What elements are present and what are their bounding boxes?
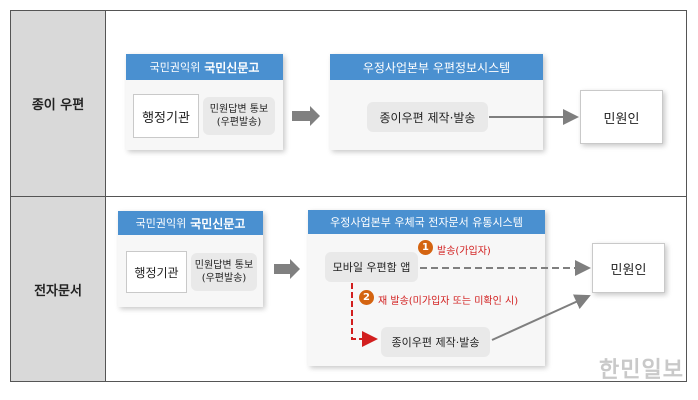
step1-badge: 1	[418, 240, 433, 255]
row-divider	[10, 196, 687, 197]
left-header-title: 국민신문고	[190, 216, 246, 231]
paper-pill-electronic: 종이우편 제작·발송	[381, 327, 490, 357]
app-pill: 모바일 우편함 앱	[325, 252, 418, 282]
reply-line2: (우편발송)	[201, 273, 247, 284]
reply-line1: 민원답변 통보	[209, 104, 269, 115]
left-header-title: 국민신문고	[204, 60, 260, 75]
row-label-electronic: 전자문서	[11, 197, 106, 381]
recipient-box-electronic: 민원인	[592, 243, 665, 293]
recipient-box-paper: 민원인	[580, 90, 663, 144]
step1-text: 발송(가입자)	[437, 246, 491, 257]
arrow-step2-red	[351, 283, 378, 347]
arrow-paper-to-recipient	[491, 294, 591, 341]
process-pill-paper: 종이우편 제작·발송	[367, 102, 488, 132]
agency-box-paper: 행정기관	[133, 94, 199, 138]
right-header-electronic: 우정사업본부 우체국 전자문서 유통시스템	[308, 210, 545, 234]
block-arrow-electronic	[274, 259, 300, 279]
step2-badge: 2	[359, 290, 374, 305]
right-header-paper: 우정사업본부 우편정보시스템	[330, 54, 543, 80]
reply-pill-paper: 민원답변 통보 (우편발송)	[203, 97, 275, 135]
block-arrow-paper	[292, 106, 320, 126]
watermark-logo: 한민일보	[599, 358, 684, 383]
agency-box-electronic: 행정기관	[126, 251, 187, 293]
reply-line1: 민원답변 통보	[194, 260, 254, 271]
left-header-electronic: 국민권익위 국민신문고	[118, 211, 263, 235]
row-label-paper: 종이 우편	[11, 11, 106, 196]
reply-pill-electronic: 민원답변 통보 (우편발송)	[191, 253, 257, 291]
step2-text: 재 발송(미가입자 또는 미확인 시)	[378, 296, 519, 307]
left-header-paper: 국민권익위 국민신문고	[126, 54, 283, 80]
left-header-prefix: 국민권익위	[149, 61, 201, 74]
left-header-prefix: 국민권익위	[135, 217, 187, 230]
reply-line2: (우편발송)	[216, 117, 262, 128]
